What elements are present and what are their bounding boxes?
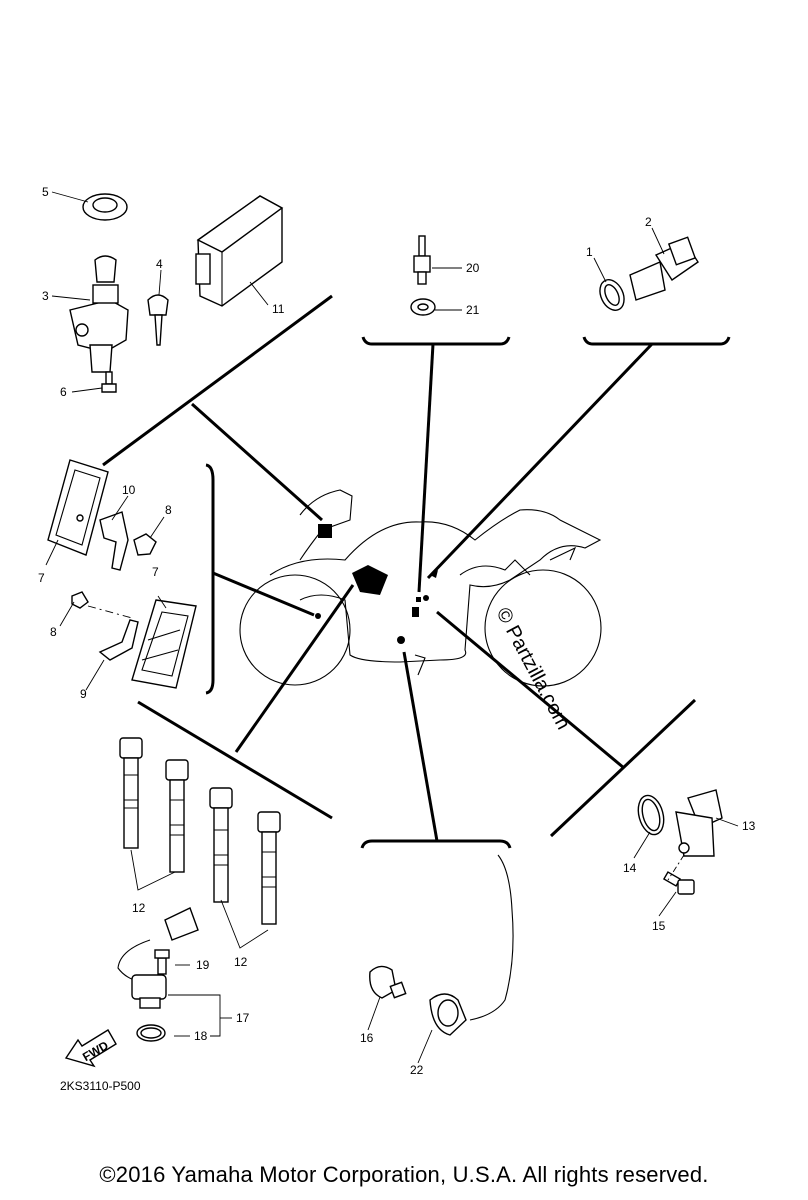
diagram-code: 2KS3110-P500 [60,1079,141,1093]
label-5: 5 [42,185,49,199]
part-11-ecu [195,195,284,307]
part-8-nut-lower [71,591,89,609]
label-16: 16 [360,1031,374,1045]
part-7-reflector-lower [131,599,197,689]
part-10-bracket [76,511,129,571]
part-4-key [147,294,169,346]
part-17-sensor [117,907,199,1009]
part-7-reflector-upper [47,459,109,556]
part-14-o-ring [637,794,665,836]
label-8-lower: 8 [50,625,57,639]
label-4: 4 [156,257,163,271]
part-6-bolt [101,371,117,393]
part-16-pressure-switch [369,965,407,999]
label-9: 9 [80,687,87,701]
part-18-o-ring [136,1024,166,1042]
label-10: 10 [122,483,136,497]
motorcycle-outline [239,489,602,687]
label-12-left: 12 [132,901,146,915]
part-3-main-switch [69,255,129,373]
part-13-sensor [675,789,723,857]
label-22: 22 [410,1063,424,1077]
part-20-spark-plug [413,235,431,285]
label-2: 2 [645,215,652,229]
bike-location-markers [315,524,438,644]
label-21: 21 [466,303,480,317]
part-19-bolt [154,949,170,975]
part-1-o-ring [599,279,625,311]
label-13: 13 [742,819,756,833]
part-22-sensor [429,854,514,1036]
part-2-temp-sensor [629,236,699,301]
label-1: 1 [586,245,593,259]
label-18: 18 [194,1029,208,1043]
label-19: 19 [196,958,210,972]
part-21-washer [410,298,436,316]
part-number-labels: 1 2 3 4 5 6 7 7 8 8 9 10 11 12 12 13 14 … [38,185,756,1077]
label-3: 3 [42,289,49,303]
label-6: 6 [60,385,67,399]
copyright-notice: ©2016 Yamaha Motor Corporation, U.S.A. A… [99,1162,709,1187]
part-9-bracket [98,619,139,661]
label-14: 14 [623,861,637,875]
label-7-lower: 7 [152,565,159,579]
label-7-upper: 7 [38,571,45,585]
label-12-right: 12 [234,955,248,969]
part-8-nut-upper [133,533,157,556]
label-8-upper: 8 [165,503,172,517]
fwd-arrow-icon: FWD [64,1029,117,1068]
label-20: 20 [466,261,480,275]
part-12-ignition-coils [119,737,281,925]
label-11: 11 [272,302,285,316]
part-15-bolt [662,871,695,895]
leader-lines [45,191,739,1064]
group-lines [102,294,731,849]
label-17: 17 [236,1011,250,1025]
label-15: 15 [652,919,666,933]
part-5-cap [82,193,128,221]
